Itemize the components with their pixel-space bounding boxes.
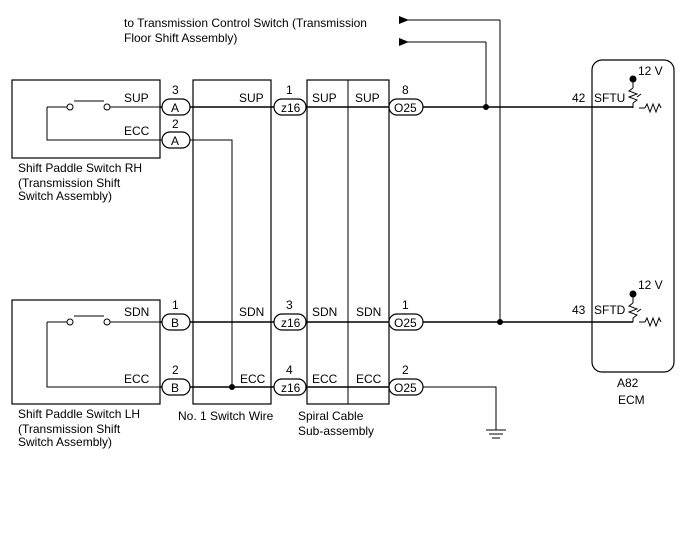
wire-ecc-ground: [420, 386, 497, 430]
pin-o25-sdn: 1: [402, 298, 409, 312]
connector-o25-sdn-label: O25: [394, 316, 417, 330]
connector-b-sdn: [161, 313, 191, 331]
connector-a-ecc-label: A: [171, 134, 179, 148]
switch-lh-contact-right: [103, 318, 111, 326]
spiral-term-sdn-out: SDN: [356, 305, 381, 319]
ecm-input-resistor-upper: [644, 102, 662, 114]
switch-lh-box: [11, 299, 161, 405]
spiral-name-2: Sub-assembly: [298, 424, 374, 438]
connector-z16-ecc: [273, 378, 307, 396]
connector-o25-sdn: [388, 313, 424, 331]
ecm-pullup-resistor-lower: [627, 302, 639, 319]
ground-icon: [486, 429, 506, 439]
ecm-box: [591, 59, 675, 373]
switch-rh-term-sup: SUP: [124, 91, 149, 105]
connector-o25-sup-label: O25: [394, 101, 417, 115]
splice-ecc: [229, 384, 235, 390]
spiral-cable: SUP SUP SDN SDN ECC ECC Spiral Cable Sub…: [298, 79, 390, 438]
pin-z16-ecc: 4: [286, 363, 293, 377]
switch-wire-name: No. 1 Switch Wire: [178, 409, 274, 423]
switch-lh-name-3: Switch Assembly): [18, 435, 112, 449]
connector-z16-sdn: [273, 313, 307, 331]
pin-lh-sdn: 1: [172, 298, 179, 312]
pin-ecm-sftd: 43: [572, 303, 586, 317]
spiral-term-sup-out: SUP: [355, 91, 380, 105]
connector-b-sdn-label: B: [171, 316, 179, 330]
spiral-name-1: Spiral Cable: [298, 409, 364, 423]
ecm-name-2: ECM: [618, 393, 645, 407]
no1-switch-wire: SUP SDN ECC No. 1 Switch Wire: [178, 79, 274, 423]
pin-rh-ecc: 2: [172, 117, 179, 131]
switch-lh-contact-left: [66, 318, 74, 326]
connector-a-sup: [161, 98, 191, 116]
pin-rh-sup: 3: [172, 83, 179, 97]
wire-ecc-rh: [160, 139, 233, 387]
switch-rh-name-2: (Transmission Shift: [18, 176, 121, 190]
switch-wire-term-sdn: SDN: [239, 305, 264, 319]
pin-o25-ecc: 2: [402, 363, 409, 377]
pin-ecm-sftu: 42: [572, 91, 586, 105]
connector-z16-sdn-label: z16: [281, 316, 301, 330]
switch-wire-term-sup: SUP: [239, 91, 264, 105]
pin-o25-sup: 8: [402, 83, 409, 97]
connector-o25-ecc: [388, 378, 424, 396]
ecm: A82 ECM 12 V SFTU 12 V SFTD: [591, 59, 675, 407]
pin-z16-sup: 1: [286, 83, 293, 97]
spiral-term-ecc-in: ECC: [312, 372, 338, 386]
spiral-term-ecc-out: ECC: [356, 372, 382, 386]
shift-paddle-switch-lh: SDN ECC Shift Paddle Switch LH (Transmis…: [11, 299, 161, 449]
switch-lh-name-2: (Transmission Shift: [18, 422, 121, 436]
switch-rh-contact-right: [103, 103, 111, 111]
switch-rh-box: [11, 79, 161, 159]
ecm-input-resistor-lower: [644, 316, 662, 328]
ecm-voltage-lower: 12 V: [638, 278, 663, 292]
switch-wire-box: [192, 79, 272, 405]
connector-o25-sup: [388, 98, 424, 116]
switch-wire-term-ecc: ECC: [240, 372, 266, 386]
connector-b-ecc-label: B: [171, 381, 179, 395]
shift-paddle-switch-rh: SUP ECC Shift Paddle Switch RH (Transmis…: [11, 79, 161, 203]
pin-z16-sdn: 3: [286, 298, 293, 312]
switch-lh-name-1: Shift Paddle Switch LH: [18, 407, 140, 421]
ecm-name-1: A82: [617, 376, 639, 390]
ecm-voltage-upper: 12 V: [638, 64, 663, 78]
note-line-1: to Transmission Control Switch (Transmis…: [124, 16, 367, 30]
spiral-term-sdn-in: SDN: [312, 305, 337, 319]
connector-z16-ecc-label: z16: [281, 381, 301, 395]
note-line-2: Floor Shift Assembly): [124, 31, 237, 45]
ecm-pullup-resistor-upper: [627, 87, 639, 104]
connector-b-ecc: [161, 378, 191, 396]
ecm-term-sftu: SFTU: [594, 91, 625, 105]
connector-z16-sup: [273, 98, 307, 116]
connector-o25-ecc-label: O25: [394, 381, 417, 395]
switch-lh-term-sdn: SDN: [124, 305, 149, 319]
switch-lh-term-ecc: ECC: [124, 372, 150, 386]
switch-rh-name-1: Shift Paddle Switch RH: [18, 161, 142, 175]
ecm-term-sftd: SFTD: [594, 303, 626, 317]
pin-lh-ecc: 2: [172, 363, 179, 377]
switch-rh-contact-left: [66, 103, 74, 111]
connector-a-ecc: [161, 131, 191, 149]
switch-rh-term-ecc: ECC: [124, 124, 150, 138]
switch-rh-name-3: Switch Assembly): [18, 189, 112, 203]
connector-a-sup-label: A: [171, 101, 179, 115]
spiral-term-sup-in: SUP: [312, 91, 337, 105]
connector-z16-sup-label: z16: [281, 101, 301, 115]
